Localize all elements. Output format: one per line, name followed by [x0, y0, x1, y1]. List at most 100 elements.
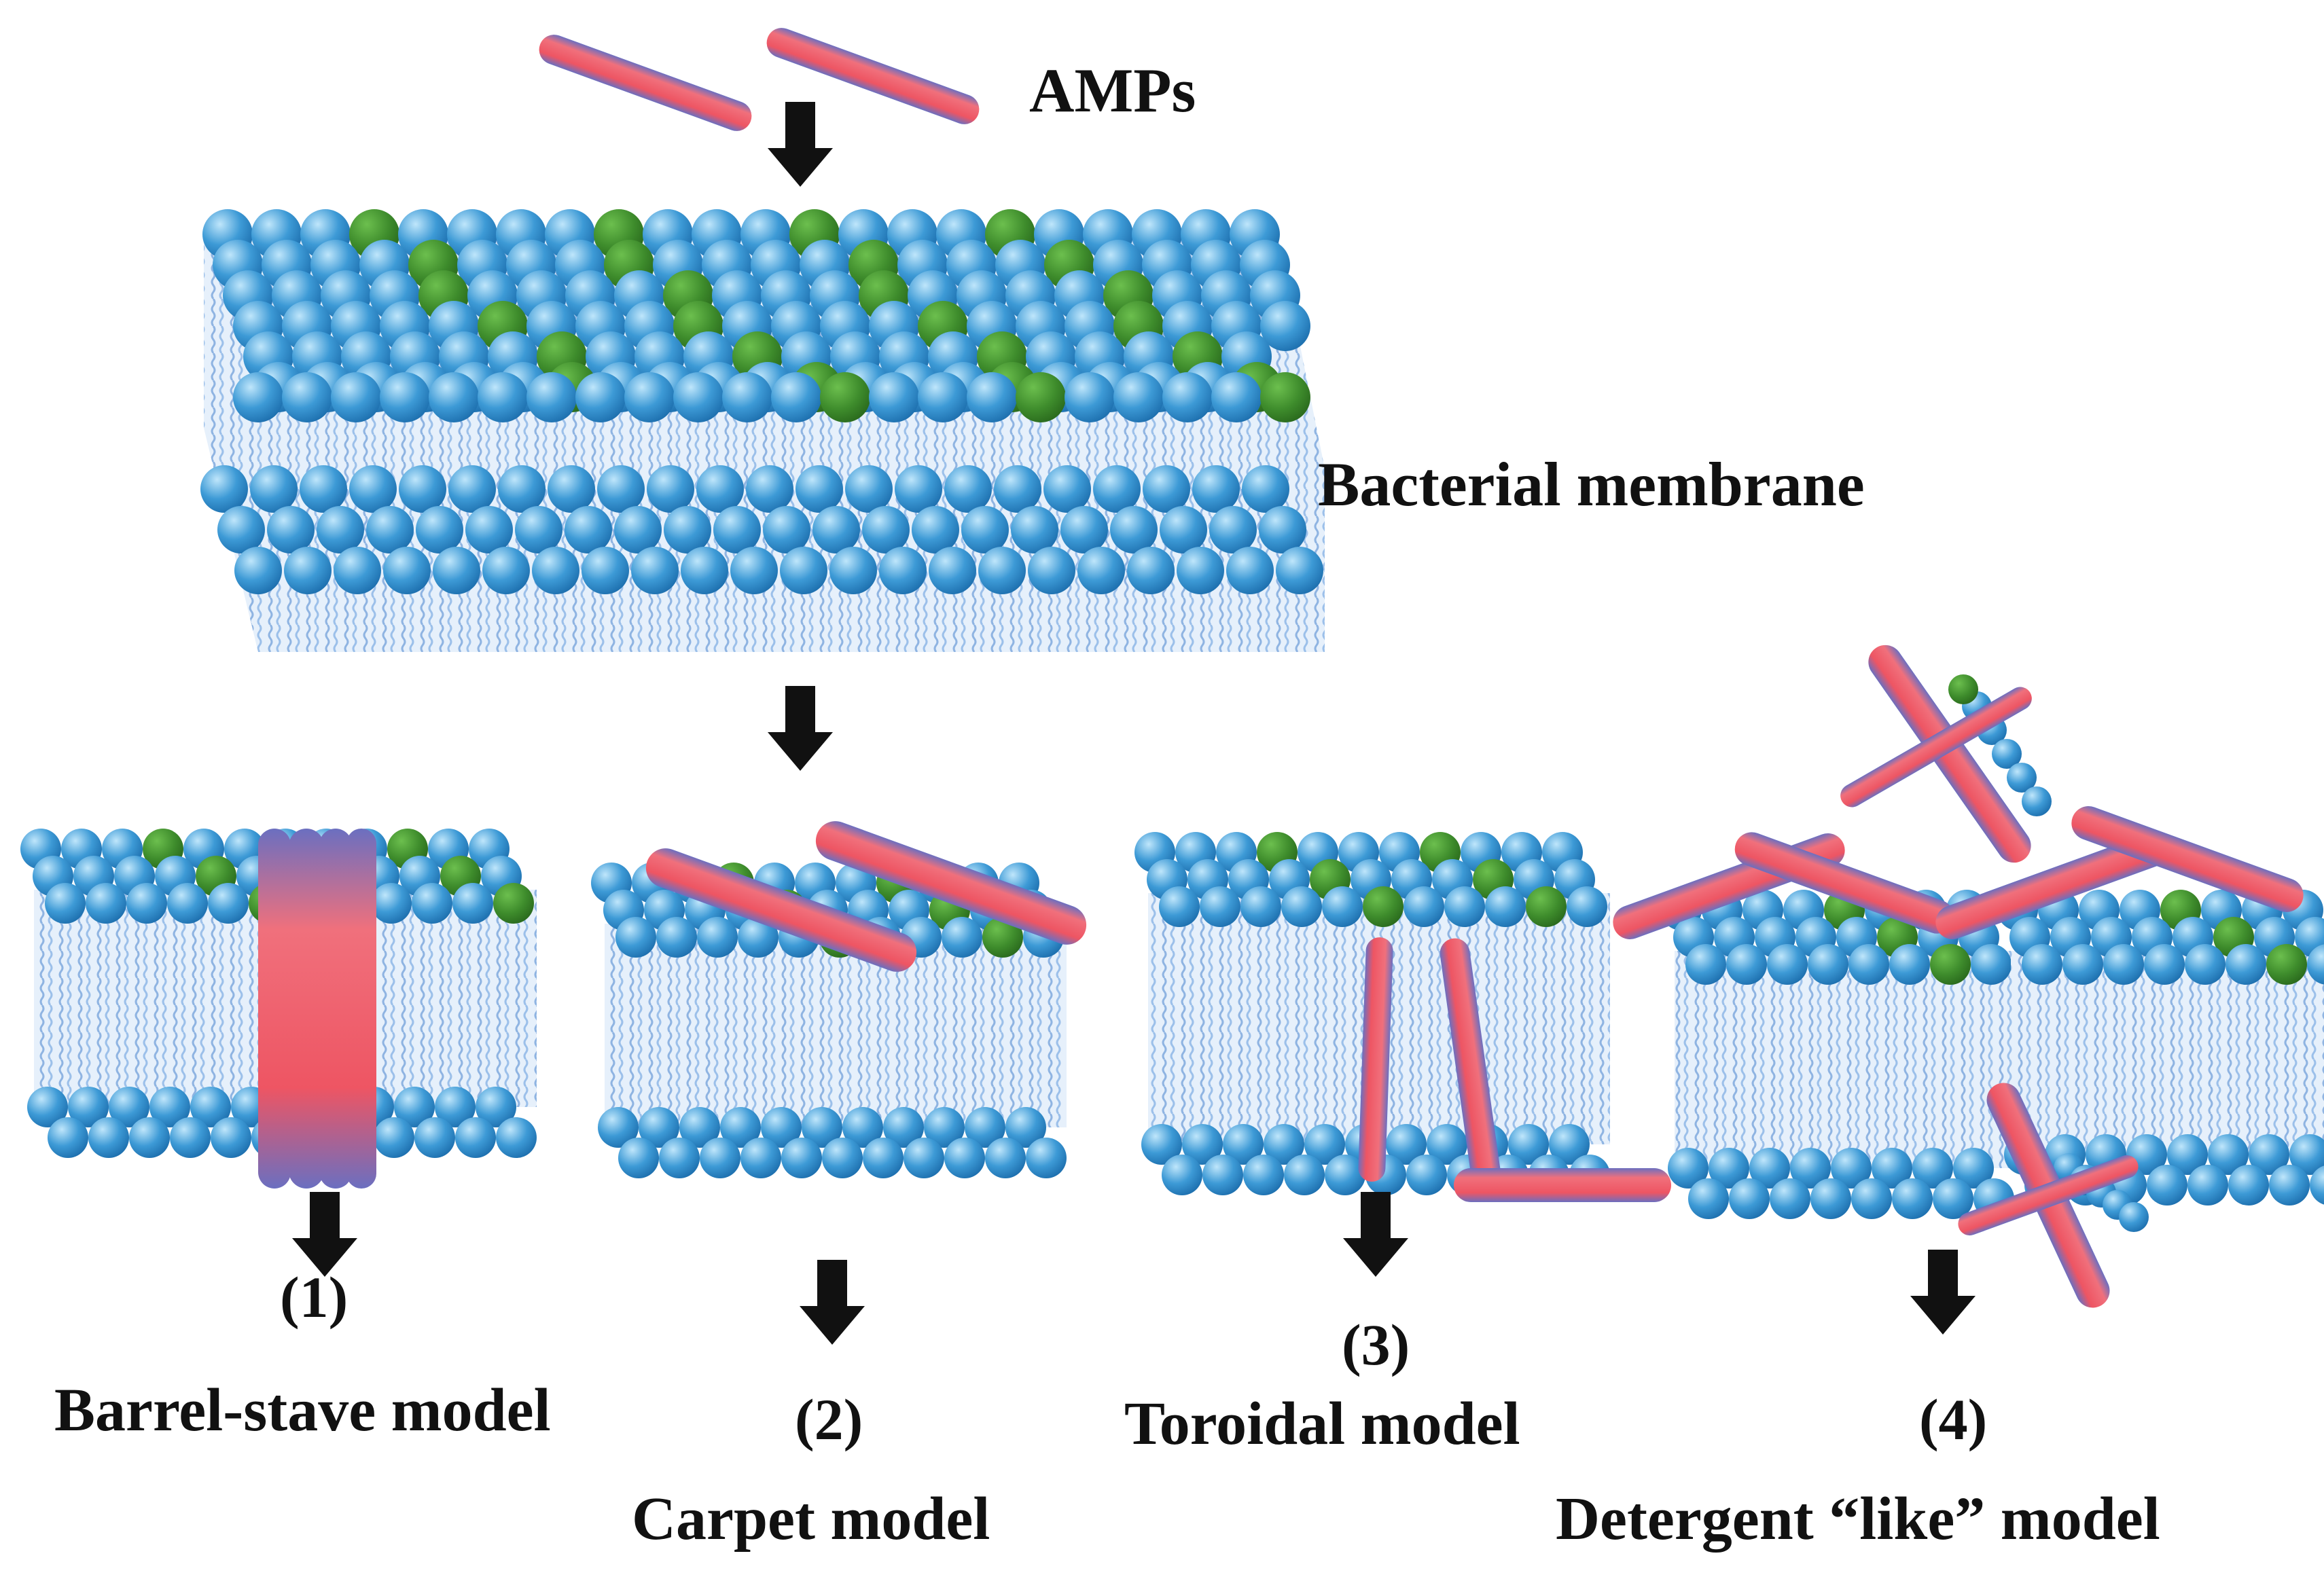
lipid-head: [1808, 944, 1848, 985]
arrow-model-4: [1910, 1250, 1976, 1335]
lipid-head: [618, 1138, 659, 1178]
amp-peptide: [346, 829, 376, 1189]
lipid-head: [1026, 1138, 1067, 1178]
lipid-head: [1749, 1148, 1790, 1189]
arrow-model-3: [1343, 1192, 1408, 1277]
lipid-head: [282, 372, 332, 422]
lipid-head: [2144, 944, 2185, 985]
lipid-head: [1892, 1178, 1933, 1219]
lipid-head: [1688, 1178, 1729, 1219]
lipid-head: [1304, 1124, 1345, 1165]
lipid-head: [862, 506, 910, 554]
lipid-head: [985, 1138, 1026, 1178]
lipid-head: [1668, 1148, 1709, 1189]
lipid-head: [1065, 372, 1115, 422]
amps-peptides: [539, 28, 980, 131]
lipid-head: [565, 506, 612, 554]
lipid-micelle: [1958, 1083, 2149, 1308]
lipid-head: [1192, 465, 1240, 513]
lipid-head: [2307, 944, 2324, 985]
lipid-head: [1143, 465, 1190, 513]
model-2-name: Carpet model: [632, 1485, 990, 1553]
lipid-head: [1284, 1155, 1325, 1195]
lipid-head: [598, 1107, 639, 1148]
lipid-head: [433, 547, 480, 594]
lipid-head: [1685, 944, 1726, 985]
lipid-head: [582, 547, 629, 594]
model-2-number: (2): [795, 1387, 863, 1452]
lipid-head: [1093, 465, 1141, 513]
lipid-head: [842, 1107, 883, 1148]
lipid-head: [1060, 506, 1108, 554]
lipid-head: [802, 1107, 842, 1148]
amp-peptide: [1840, 687, 2032, 808]
lipid-head: [679, 1107, 720, 1148]
lipid-head: [478, 372, 528, 422]
lipid-head: [170, 1117, 211, 1158]
amp-peptide: [1358, 937, 1393, 1182]
lipid-head: [1011, 506, 1058, 554]
anionic-lipid-head: [1260, 372, 1310, 422]
lipid-head: [1427, 1124, 1467, 1165]
lipid-head: [771, 372, 821, 422]
lipid-head: [659, 1138, 700, 1178]
amps-label: AMPs: [1029, 56, 1196, 125]
amp-peptide: [289, 829, 324, 1189]
lipid-head: [1209, 506, 1257, 554]
lipid-head: [944, 1138, 985, 1178]
lipid-head: [879, 547, 927, 594]
amp-peptide: [645, 848, 917, 972]
anionic-lipid-head: [1016, 372, 1066, 422]
lipid-head: [435, 1087, 476, 1127]
lipid-head: [978, 547, 1026, 594]
lipid-head: [2007, 763, 2037, 793]
anionic-lipid-head: [982, 917, 1023, 958]
lipid-head: [1259, 506, 1306, 554]
lipid-head: [761, 1107, 802, 1148]
lipid-head: [673, 372, 723, 422]
lipid-head: [334, 547, 381, 594]
amp-peptide: [2071, 805, 2304, 913]
lipid-head: [746, 465, 793, 513]
lipid-head: [615, 917, 656, 958]
lipid-head: [1211, 372, 1262, 422]
lipid-head: [1992, 739, 2022, 769]
lipid-head: [2269, 1165, 2310, 1206]
lipid-head: [2062, 944, 2103, 985]
lipid-head: [1872, 1148, 1912, 1189]
lipid-head: [1971, 944, 2012, 985]
lipid-micelle: [1840, 645, 2052, 863]
lipid-head: [548, 465, 595, 513]
lipid-head: [1790, 1148, 1831, 1189]
lipid-head: [498, 465, 546, 513]
lipid-head: [1912, 1148, 1953, 1189]
lipid-head: [597, 465, 645, 513]
lipid-head: [267, 506, 315, 554]
lipid-head: [1159, 886, 1200, 927]
lipid-head: [1028, 547, 1075, 594]
lipid-head: [2167, 1134, 2208, 1175]
lipid-head: [465, 506, 513, 554]
amp-peptide: [766, 28, 980, 124]
lipid-head: [300, 465, 347, 513]
lipid-head: [86, 883, 126, 924]
lipid-head: [1276, 547, 1323, 594]
lipid-head: [1404, 886, 1444, 927]
lipid-head: [1851, 1178, 1892, 1219]
lipid-head: [1281, 886, 1322, 927]
lipid-head: [217, 506, 265, 554]
lipid-head: [526, 372, 577, 422]
lipid-head: [822, 1138, 863, 1178]
bacterial-membrane-label: Bacterial membrane: [1318, 450, 1865, 519]
lipid-head: [895, 465, 942, 513]
anionic-lipid-head: [820, 372, 870, 422]
lipid-head: [781, 1138, 822, 1178]
lipid-head: [1005, 1107, 1046, 1148]
lipid-head: [317, 506, 364, 554]
lipid-head: [68, 1087, 109, 1127]
lipid-head: [1043, 465, 1091, 513]
lipid-head: [208, 883, 249, 924]
lipid-head: [250, 465, 298, 513]
amp-peptide: [1868, 645, 2031, 863]
arrow-model-2: [800, 1260, 865, 1345]
